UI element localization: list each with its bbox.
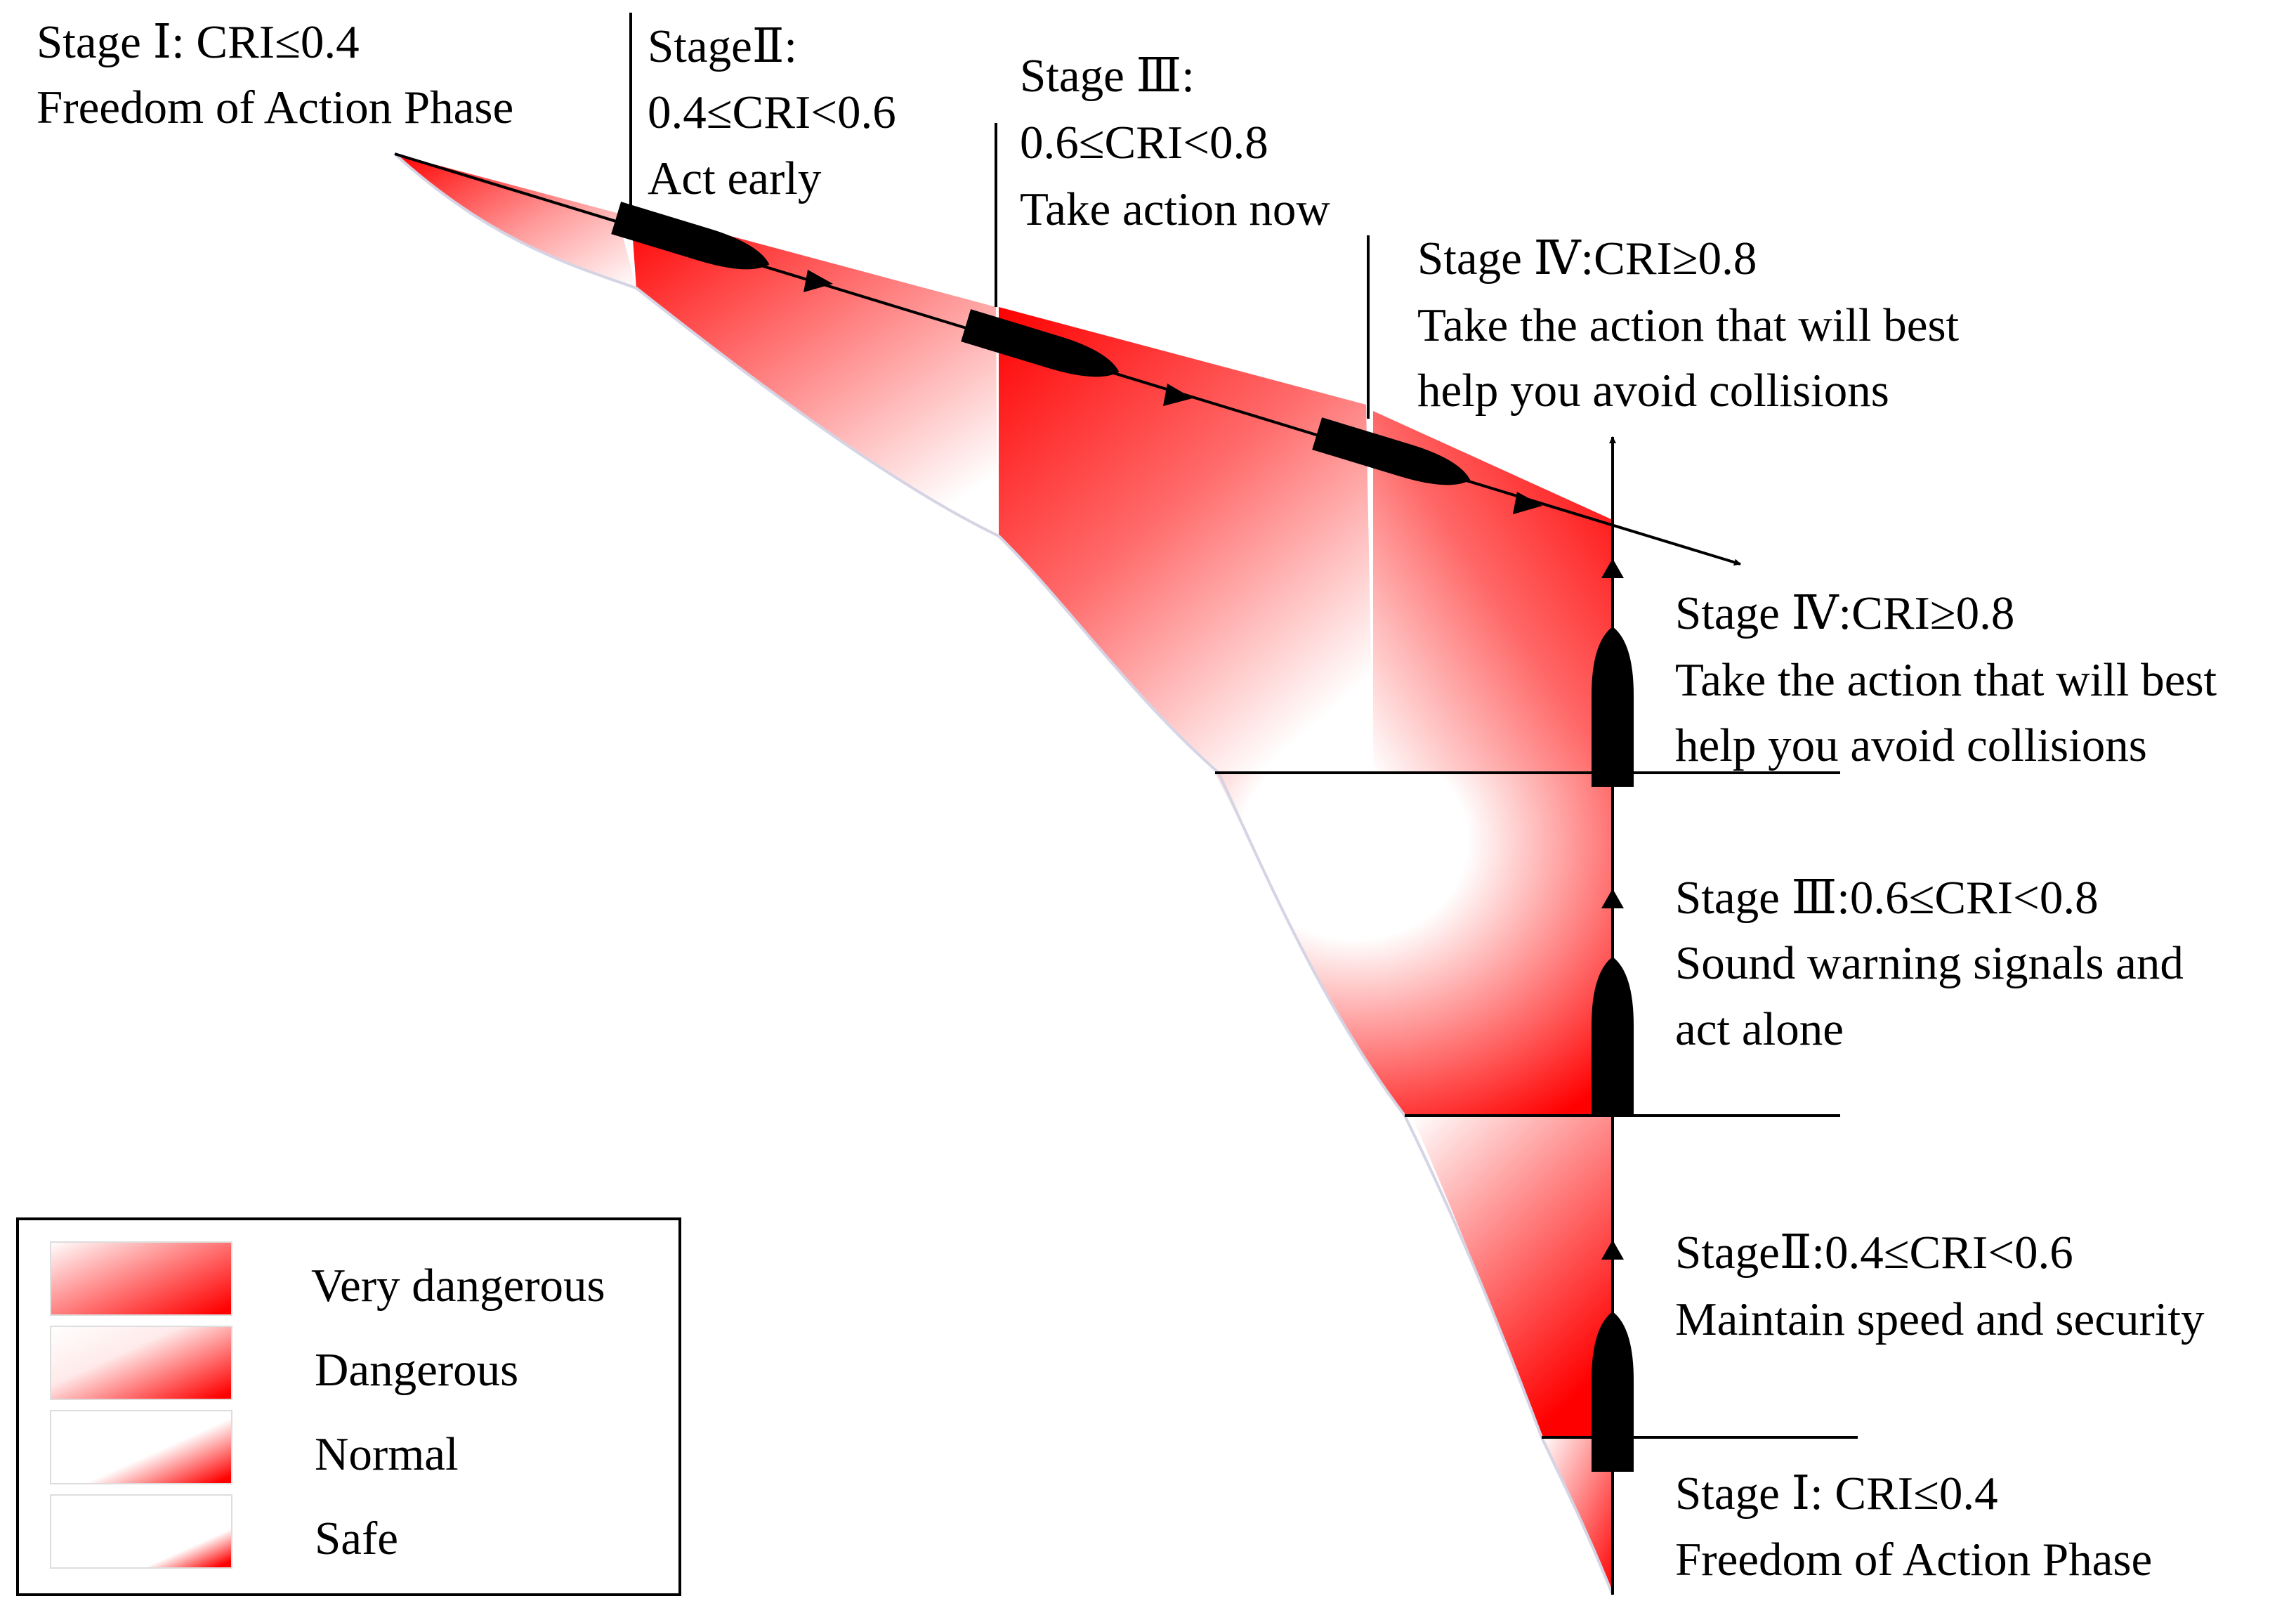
ship-icon [611, 202, 770, 270]
direction-arrow [1601, 558, 1624, 578]
direction-arrow [1163, 384, 1193, 406]
lower-stage2-desc: Maintain speed and security [1675, 1293, 2205, 1345]
upper-stage1-desc: Freedom of Action Phase [37, 81, 513, 133]
ship-icon [1592, 627, 1634, 787]
lower-stage4-desc-1: Take the action that will best [1675, 654, 2217, 706]
upper-stage2-desc: Act early [648, 152, 822, 204]
legend-swatch-normal [50, 1410, 232, 1484]
lower-stage3-title: Stage Ⅲ:0.6≤CRI<0.8 [1675, 872, 2099, 924]
lower-stage2-title: StageⅡ:0.4≤CRI<0.6 [1675, 1227, 2073, 1279]
legend-label-very-dangerous: Very dangerous [311, 1260, 605, 1312]
ship-icon [961, 309, 1120, 377]
ship-icon [1592, 957, 1634, 1117]
upper-stage3-title: Stage Ⅲ: [1020, 50, 1195, 102]
upper-stage4-title: Stage Ⅳ:CRI≥0.8 [1417, 233, 1757, 285]
direction-arrow [1601, 1240, 1624, 1260]
zone-upper-stage3 [999, 307, 1373, 773]
direction-arrow [1513, 492, 1542, 514]
direction-arrow [1601, 889, 1624, 908]
legend-swatch-very-dangerous [50, 1241, 232, 1316]
boundary-curve [393, 152, 1614, 1595]
legend-label-safe: Safe [315, 1513, 398, 1565]
ship-icon [1592, 1312, 1634, 1472]
lower-stage1-title: Stage Ⅰ: CRI≤0.4 [1675, 1468, 1998, 1520]
zone-upper-stage1 [395, 154, 636, 288]
lower-stage4-desc-2: help you avoid collisions [1675, 719, 2147, 771]
upper-stage4-desc-1: Take the action that will best [1417, 299, 1960, 351]
zone-lower-stage3 [1215, 773, 1613, 1116]
legend-label-dangerous: Dangerous [315, 1344, 518, 1396]
zone-lower-stage2 [1412, 1116, 1613, 1437]
ship-icon [1312, 417, 1471, 485]
upper-stage2-range: 0.4≤CRI<0.6 [648, 86, 896, 138]
lower-direction-arrows [1601, 558, 1624, 1260]
zone-upper-stage4 [1373, 411, 1613, 773]
legend-label-normal: Normal [315, 1428, 459, 1480]
upper-stage3-desc: Take action now [1020, 183, 1330, 235]
zone-lower-stage1 [1542, 1437, 1613, 1595]
lower-stage1-desc: Freedom of Action Phase [1675, 1534, 2152, 1586]
upper-stage2-title: StageⅡ: [648, 20, 797, 72]
upper-stage4-desc-2: help you avoid collisions [1417, 365, 1889, 417]
legend-swatch-safe [50, 1494, 232, 1569]
upper-direction-arrows [803, 270, 1542, 514]
lower-stage4-title: Stage Ⅳ:CRI≥0.8 [1675, 587, 2014, 639]
lower-stage3-desc-1: Sound warning signals and [1675, 937, 2184, 989]
upper-stage1-title: Stage Ⅰ: CRI≤0.4 [37, 16, 360, 68]
upper-stage3-range: 0.6≤CRI<0.8 [1020, 117, 1268, 169]
legend: Very dangerous Dangerous Normal Safe [16, 1217, 681, 1596]
lower-stage3-desc-2: act alone [1675, 1003, 1844, 1055]
legend-swatch-dangerous [50, 1326, 232, 1400]
direction-arrow [803, 270, 833, 292]
zone-upper-stage2 [631, 209, 997, 536]
